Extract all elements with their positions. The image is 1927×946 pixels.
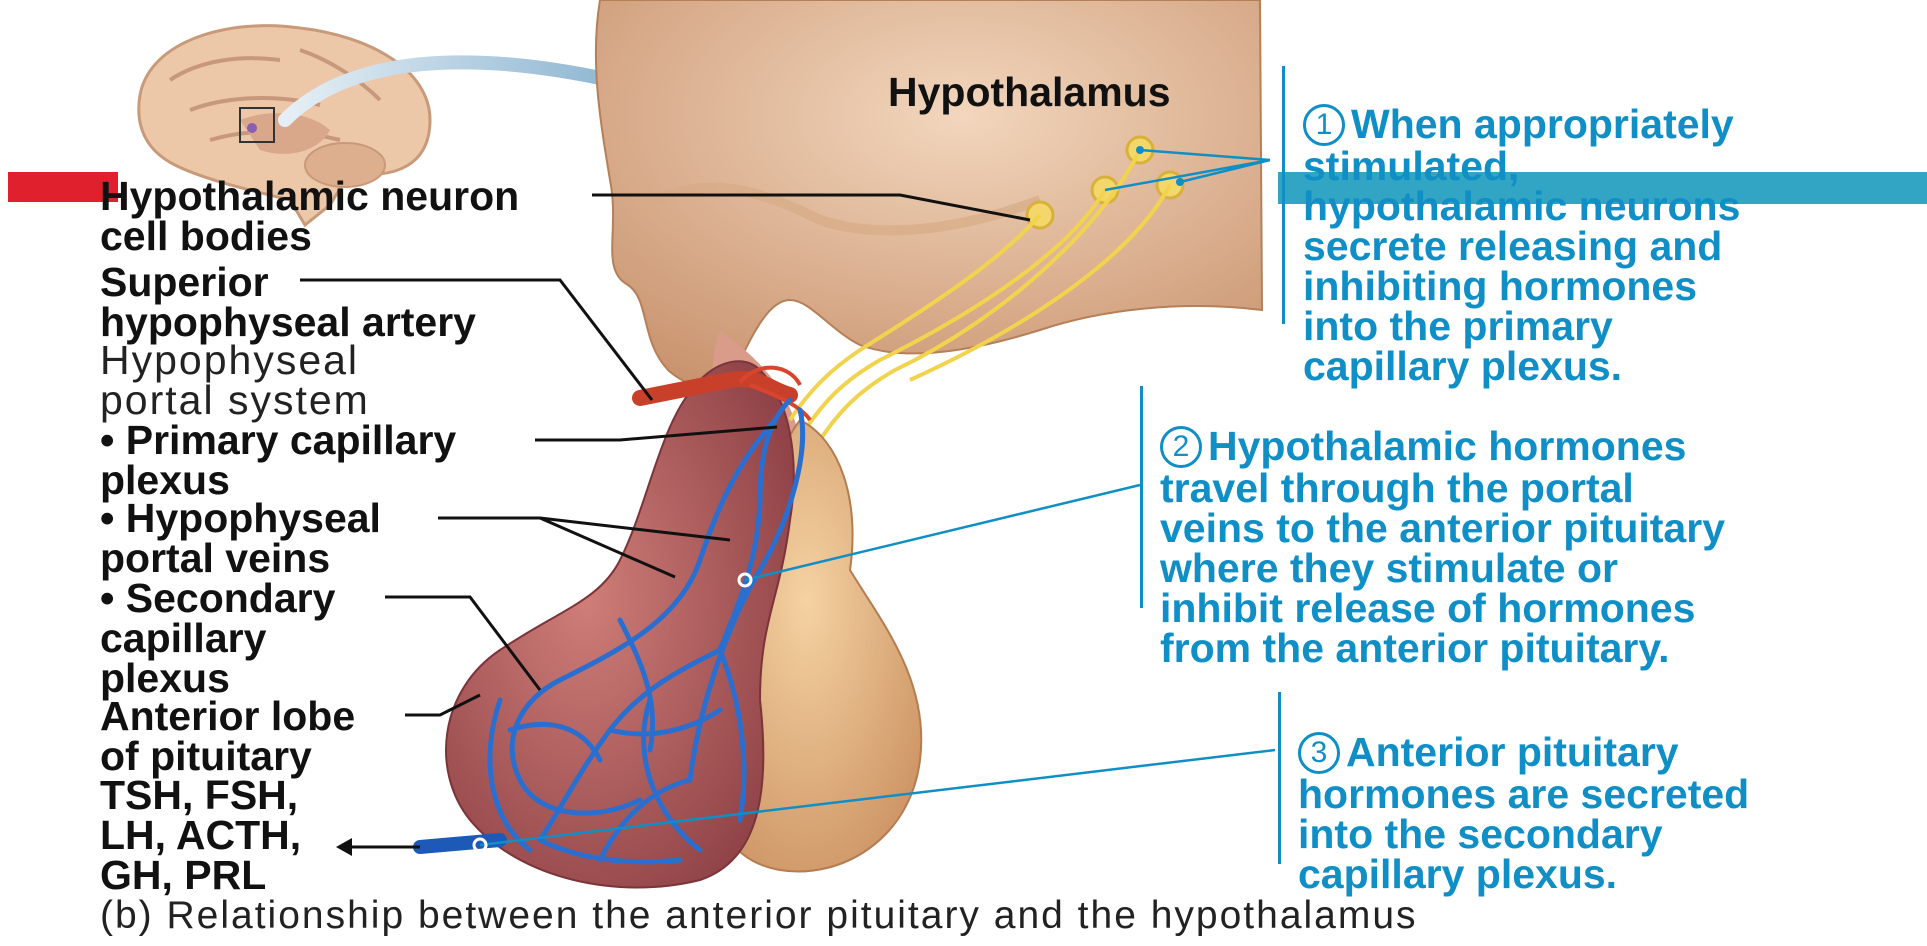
label-portal-veins: • Hypophyseal portal veins bbox=[100, 498, 381, 578]
label-hypothalamus: Hypothalamus bbox=[888, 72, 1171, 112]
step-1-text: When appropriately stimulated, hypothala… bbox=[1303, 101, 1740, 389]
step-3-text: Anterior pituitary hormones are secreted… bbox=[1298, 729, 1749, 897]
step-3-bar bbox=[1278, 692, 1281, 864]
step-2-number: 2 bbox=[1160, 426, 1202, 468]
label-secondary-plexus: • Secondary capillary plexus bbox=[100, 578, 335, 698]
step-1-bar bbox=[1282, 66, 1285, 324]
label-superior-artery: Superior hypophyseal artery bbox=[100, 262, 476, 342]
step-3-number: 3 bbox=[1298, 732, 1340, 774]
step-2-text: Hypothalamic hormones travel through the… bbox=[1160, 423, 1725, 671]
step-2-bar bbox=[1140, 386, 1143, 608]
label-portal-system: Hypophyseal portal system bbox=[100, 340, 370, 420]
step-1-number: 1 bbox=[1303, 104, 1345, 146]
label-primary-plexus: • Primary capillary plexus bbox=[100, 420, 456, 500]
label-hormones: TSH, FSH, LH, ACTH, GH, PRL bbox=[100, 775, 301, 895]
label-neuron-cell-bodies: Hypothalamic neuron cell bodies bbox=[100, 176, 519, 256]
label-anterior-lobe: Anterior lobe of pituitary bbox=[100, 696, 355, 776]
figure-caption: (b) Relationship between the anterior pi… bbox=[100, 896, 1418, 936]
